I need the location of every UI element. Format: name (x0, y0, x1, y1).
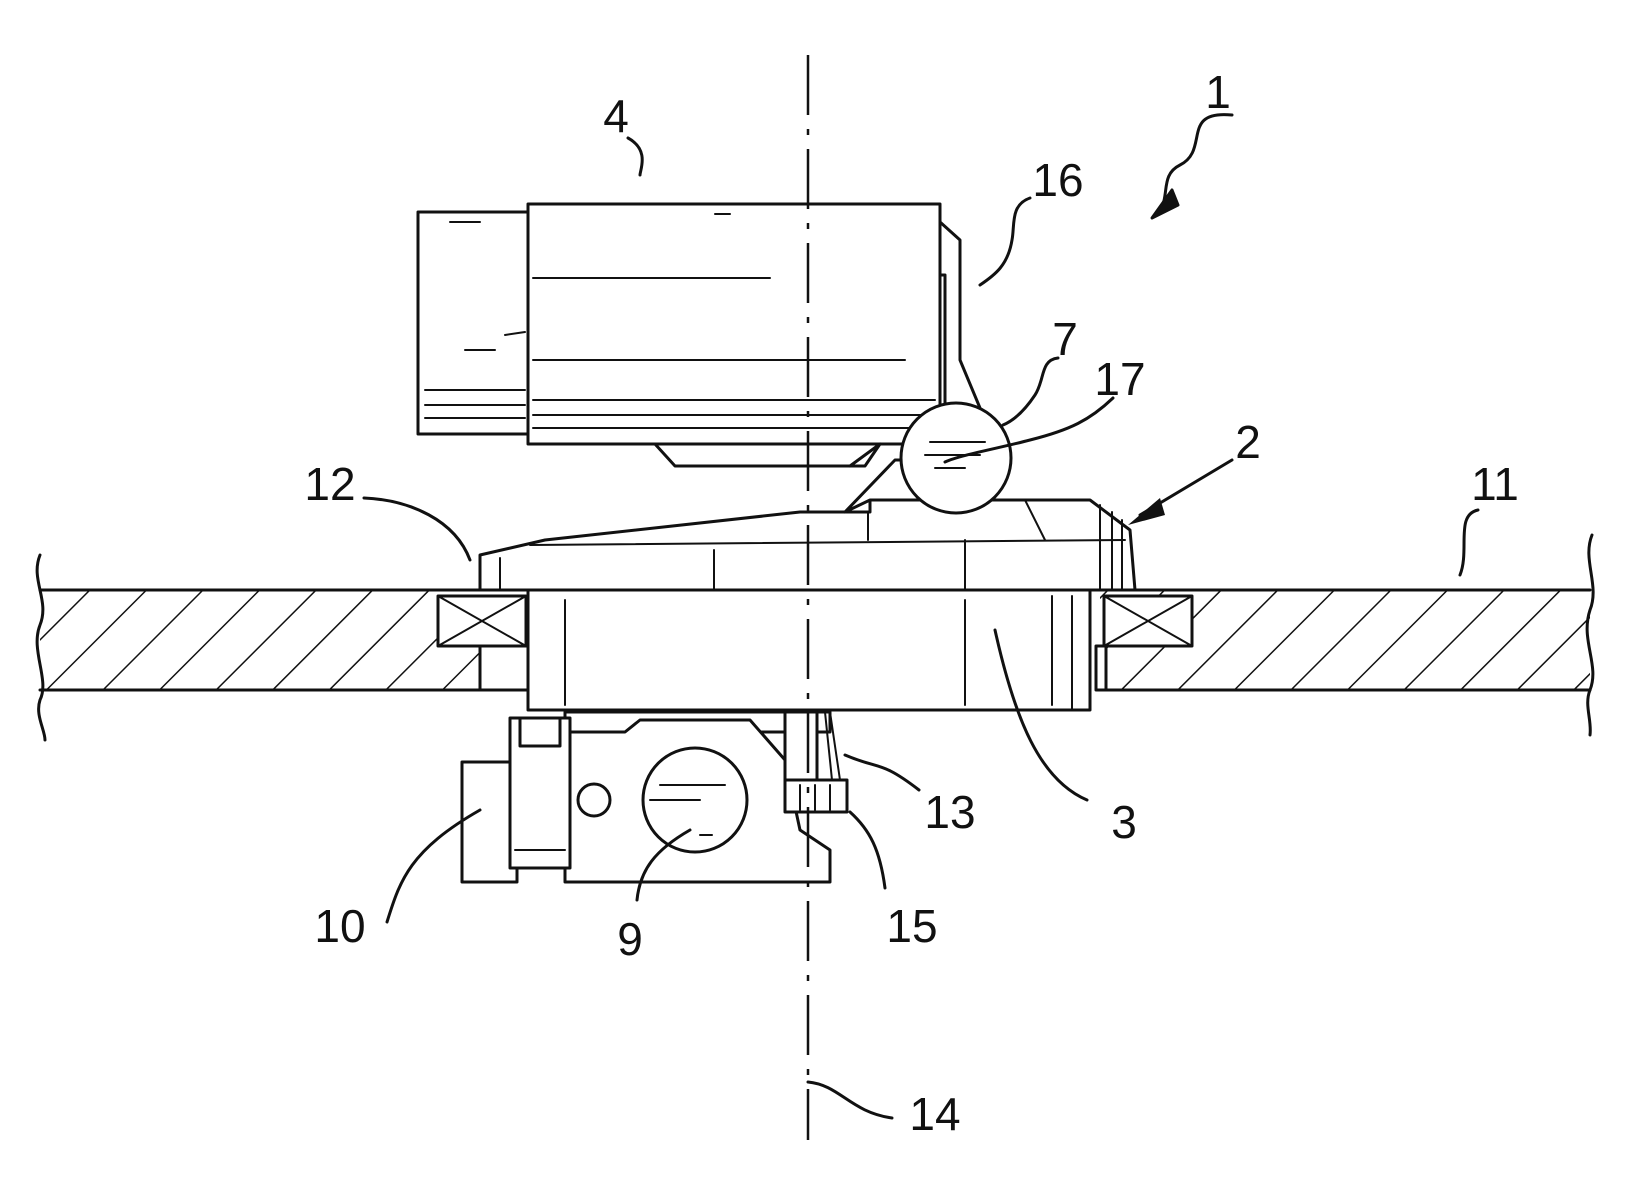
label-deck-plate: 11 (1471, 458, 1519, 510)
pillow-block (565, 712, 847, 882)
label-bolt: 13 (924, 786, 975, 838)
label-pinion: 7 (1052, 313, 1078, 365)
unit-arrow (1128, 460, 1232, 525)
label-nut: 15 (886, 900, 937, 952)
assembly-arrow (1152, 115, 1232, 218)
label-assembly: 1 (1205, 66, 1231, 118)
label-motor: 4 (603, 90, 629, 142)
label-bearing: 12 (304, 458, 355, 510)
label-coupling: 10 (314, 900, 365, 952)
label-housing: 3 (1111, 796, 1137, 848)
label-shaft: 9 (617, 913, 643, 965)
label-unit: 2 (1235, 416, 1261, 468)
label-bracket: 16 (1032, 154, 1083, 206)
coupling (462, 718, 570, 882)
motor (418, 204, 940, 466)
label-gear-wheel: 17 (1094, 353, 1145, 405)
label-axis: 14 (909, 1088, 960, 1140)
